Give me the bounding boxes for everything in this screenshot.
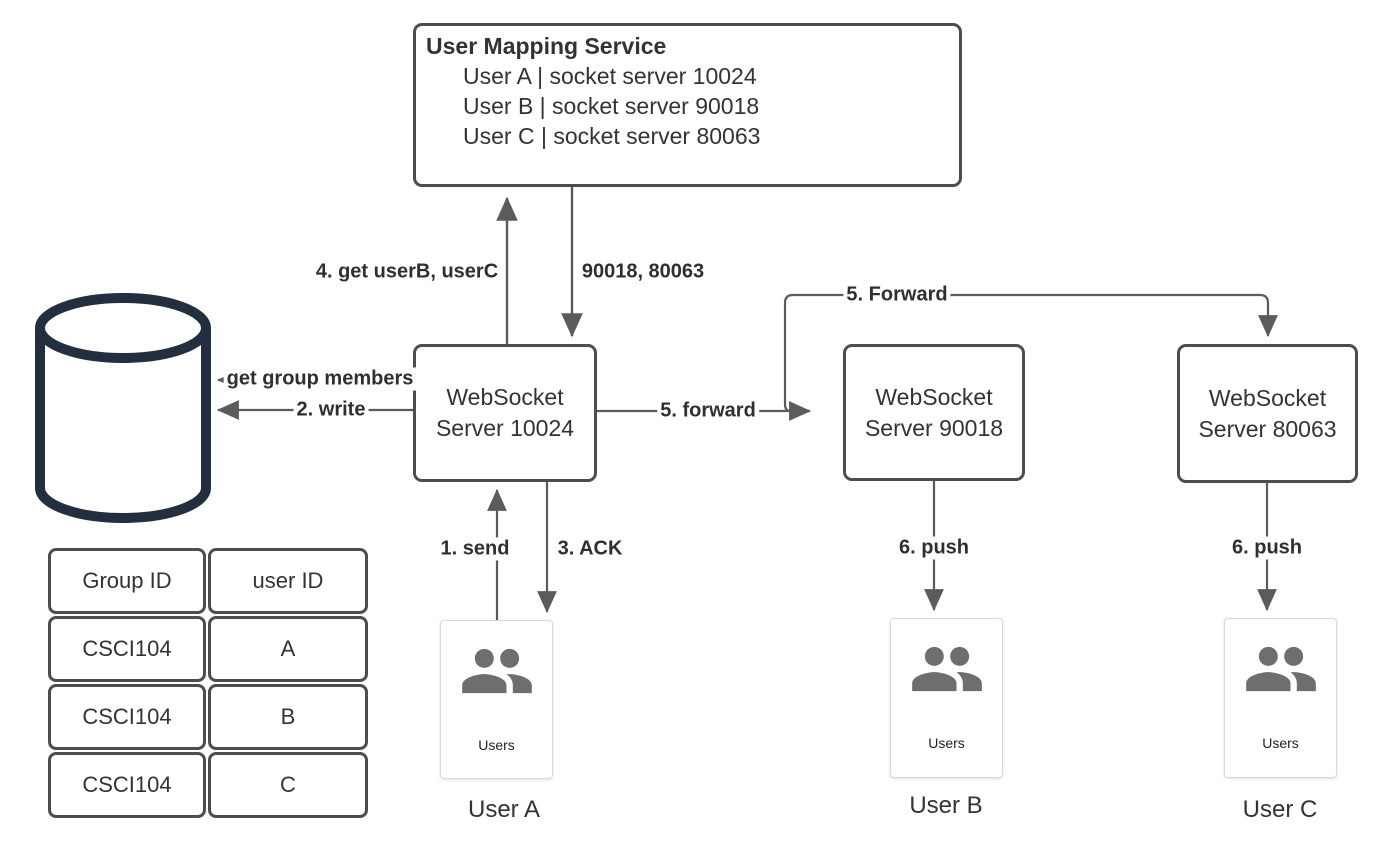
table-cell: CSCI104 — [48, 752, 206, 818]
edge-forward-upper-arrow — [783, 293, 1278, 413]
edge-label-forward-upper: 5. Forward — [843, 283, 951, 307]
group-membership-table: Group ID user ID CSCI104 A CSCI104 B CSC… — [48, 548, 368, 818]
users-icon — [461, 648, 532, 694]
edge-label-get-users: 4. get userB, userC — [312, 260, 502, 284]
edge-label-write: 2. write — [293, 398, 369, 422]
server-label: Server 90018 — [864, 414, 1004, 441]
edge-label-ack: 3. ACK — [554, 537, 626, 561]
server-label: Server 80063 — [1198, 415, 1337, 442]
table-cell: CSCI104 — [48, 684, 206, 750]
websocket-server-10024-box: WebSocket Server 10024 — [413, 344, 597, 482]
table-cell: C — [208, 752, 368, 818]
user-c-caption: User C — [1242, 796, 1318, 823]
server-label: WebSocket — [1208, 384, 1327, 411]
mapping-entry: User A | socket server 10024 — [463, 63, 757, 89]
mapping-entry: User B | socket server 90018 — [463, 93, 760, 119]
edge-label-get-group-members: get group members — [223, 367, 417, 391]
database-cylinder-icon — [35, 293, 211, 523]
websocket-server-90018-box: WebSocket Server 90018 — [843, 344, 1025, 481]
server-label: WebSocket — [875, 383, 993, 410]
user-b-caption: User B — [909, 792, 983, 819]
user-a-card: Users — [440, 620, 553, 779]
table-header-group-id: Group ID — [48, 548, 206, 614]
users-card-label: Users — [478, 737, 515, 753]
table-cell: B — [208, 684, 368, 750]
table-cell: A — [208, 616, 368, 682]
user-b-card: Users — [890, 618, 1003, 778]
edge-label-send: 1. send — [437, 537, 513, 561]
table-header-user-id: user ID — [208, 548, 368, 614]
table-cell: CSCI104 — [48, 616, 206, 682]
edge-label-push-b: 6. push — [895, 536, 973, 560]
edge-label-forward-lower: 5. forward — [657, 399, 759, 423]
users-card-label: Users — [1262, 735, 1299, 751]
user-a-caption: User A — [467, 796, 541, 823]
user-c-card: Users — [1224, 618, 1337, 778]
server-label: Server 10024 — [435, 415, 575, 441]
users-icon — [1245, 646, 1316, 692]
mapping-service-title: User Mapping Service — [426, 33, 667, 59]
user-mapping-service-box: User Mapping Service User A | socket ser… — [413, 23, 962, 187]
users-card-label: Users — [928, 735, 965, 751]
server-label: WebSocket — [446, 384, 564, 410]
users-icon — [911, 646, 982, 692]
mapping-entry: User C | socket server 80063 — [463, 123, 761, 149]
edge-label-mapping-response: 90018, 80063 — [578, 260, 708, 284]
edge-label-push-c: 6. push — [1228, 536, 1306, 560]
websocket-server-80063-box: WebSocket Server 80063 — [1177, 344, 1358, 483]
